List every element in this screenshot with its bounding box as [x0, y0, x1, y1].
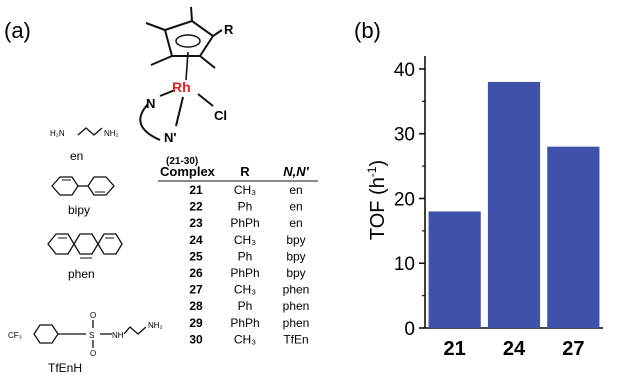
tfen-s: S [89, 331, 94, 340]
table-cell-complex: 27 [189, 283, 203, 297]
y-tick-label: 30 [394, 125, 415, 146]
tfen-o-bottom: O [90, 349, 96, 358]
x-tick-label: 27 [562, 338, 584, 360]
cp-rh-bond [185, 51, 189, 81]
table-cell-complex: 24 [189, 233, 203, 247]
table-cell-r: PhPh [230, 216, 259, 230]
table-cell-r: CH₃ [234, 183, 256, 197]
substituent-r-label: R [224, 22, 234, 37]
rh-cl-bond [197, 93, 214, 107]
table-cell-ligand: phen [283, 283, 310, 297]
table-header-complex: Complex [160, 164, 216, 179]
table-header-r: R [240, 164, 250, 179]
en-nh2-right: NH₂ [104, 129, 119, 138]
x-tick-label: 21 [444, 338, 466, 360]
table-cell-r: CH₃ [234, 332, 256, 346]
table-cell-ligand: TfEn [283, 332, 308, 346]
table-cell-ligand: bpy [286, 249, 305, 263]
tfen-label: TfEnH [48, 361, 82, 375]
table-cell-ligand: bpy [286, 266, 305, 280]
tfen-ligand-structure [33, 320, 147, 348]
complex-range-label: (21-30) [166, 156, 198, 167]
table-cell-complex: 25 [189, 249, 203, 263]
table-header-nn: N,N′ [283, 164, 309, 179]
tfen-o-top: O [90, 311, 96, 320]
methyl-bottom-left [150, 55, 173, 66]
x-tick-label: 24 [503, 338, 526, 360]
tfen-nh2: NH₂ [148, 321, 163, 330]
en-ligand-structure [77, 127, 103, 136]
table-cell-complex: 28 [189, 299, 203, 313]
table-row: 29 PhPh phen [189, 316, 309, 330]
bipy-ligand-structure [51, 176, 115, 196]
table-row: 23 PhPh en [189, 216, 302, 230]
bar [487, 81, 541, 329]
tfen-cf3: CF₃ [8, 331, 22, 340]
phen-ligand-structure [47, 233, 123, 259]
table-cell-r: CH₃ [234, 233, 256, 247]
table-cell-r: CH₃ [234, 283, 256, 297]
panel-a-label: (a) [4, 18, 31, 43]
methyl-top [190, 6, 193, 22]
table-cell-r: PhPh [230, 316, 259, 330]
en-nh2-left: H₂N [50, 129, 65, 138]
bipy-label: bipy [68, 203, 90, 217]
n1-label: N [146, 96, 155, 111]
table-cell-ligand: bpy [286, 233, 305, 247]
table-cell-r: Ph [238, 200, 253, 214]
tfen-nh: NH [112, 331, 124, 340]
table-row: 27 CH₃ phen [189, 283, 309, 297]
table-cell-r: Ph [238, 299, 253, 313]
cp-aromatic-circle [175, 34, 201, 48]
table-cell-complex: 26 [189, 266, 203, 280]
table-cell-ligand: phen [283, 299, 310, 313]
table-row: 25 Ph bpy [189, 249, 305, 263]
bar [547, 146, 600, 328]
table-cell-ligand: phen [283, 316, 310, 330]
table-row: 26 PhPh bpy [189, 266, 305, 280]
table-cell-ligand: en [289, 200, 302, 214]
table-cell-ligand: en [289, 183, 302, 197]
methyl-bottom-right [199, 55, 216, 69]
table-row: 28 Ph phen [189, 299, 309, 313]
table-cell-complex: 30 [189, 332, 203, 346]
r-bond [212, 29, 223, 37]
y-tick-label: 40 [394, 60, 415, 81]
table-row: 21 CH₃ en [189, 183, 302, 197]
metal-label: Rh [172, 79, 191, 95]
table-row: 30 CH₃ TfEn [189, 332, 308, 346]
y-tick-label: 10 [394, 254, 415, 275]
bar-chart: 0 10 20 30 40 21 24 27 [394, 56, 603, 360]
chloride-label: Cl [214, 108, 227, 123]
n2-label: N' [164, 130, 176, 145]
y-tick-label: 20 [394, 189, 415, 210]
table-cell-ligand: en [289, 216, 302, 230]
y-tick-label: 0 [404, 319, 415, 340]
table-row: 24 CH₃ bpy [189, 233, 305, 247]
table-cell-complex: 22 [189, 200, 203, 214]
phen-label: phen [68, 267, 95, 281]
panel-b-label: (b) [354, 18, 381, 43]
table-cell-complex: 23 [189, 216, 203, 230]
table-cell-complex: 29 [189, 316, 203, 330]
methyl-left [145, 22, 166, 31]
cp-ring [163, 19, 215, 57]
en-label: en [70, 149, 83, 163]
n-rh-bond [159, 89, 176, 97]
table-cell-r: PhPh [230, 266, 259, 280]
rh-complex-structure [139, 6, 223, 141]
y-axis-label: TOF (h-1) [365, 160, 389, 240]
table-cell-complex: 21 [189, 183, 203, 197]
table-cell-r: Ph [238, 249, 253, 263]
table-row: 22 Ph en [189, 200, 302, 214]
chelate-arc [139, 103, 161, 141]
bar [428, 211, 481, 328]
rh-n2-bond [175, 96, 184, 127]
